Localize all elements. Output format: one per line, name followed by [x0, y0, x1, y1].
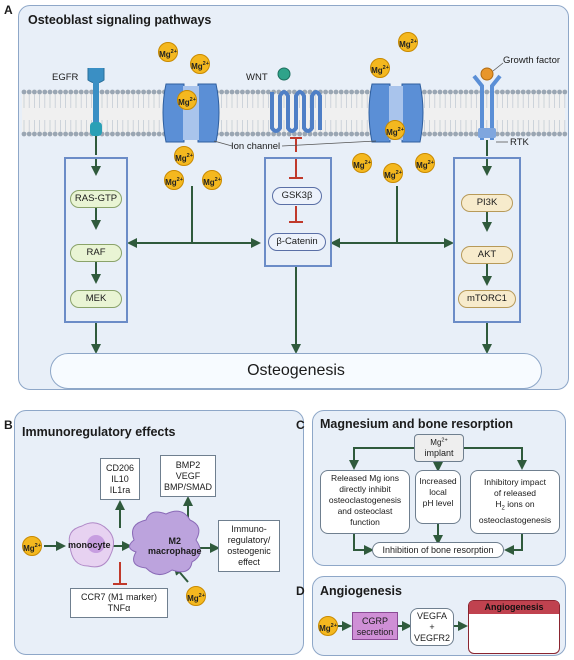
- gsk3b-box: GSK3β: [272, 187, 322, 205]
- rtk-label: RTK: [510, 137, 529, 148]
- mg-ion-icon: Mg2+: [186, 586, 206, 606]
- panel-d-title: Angiogenesis: [320, 584, 402, 598]
- raf-box: RAF: [70, 244, 122, 262]
- monocyte-label: monocyte: [68, 540, 111, 550]
- mg-ion-icon: Mg2+: [352, 153, 372, 173]
- b-catenin-box: β-Catenin: [268, 233, 326, 251]
- vegfa-vegfr2-box: VEGFA + VEGFR2: [410, 608, 454, 646]
- mg-ion-icon: Mg2+: [415, 153, 435, 173]
- angiogenesis-outcome-box: Angiogenesis: [468, 600, 560, 654]
- panel-c-letter: C: [296, 418, 305, 432]
- angiogenesis-label: Angiogenesis: [469, 601, 559, 614]
- mg-ion-icon: Mg2+: [158, 42, 178, 62]
- ccr7-markers-box: CCR7 (M1 marker) TNFα: [70, 588, 168, 618]
- wnt-pathway-frame: [264, 157, 332, 267]
- macrophage-cell-icon: [129, 510, 201, 575]
- rtk-pathway-frame: [453, 157, 521, 323]
- cgrp-secretion-box: CGRP secretion: [352, 612, 398, 640]
- panel-c-title: Magnesium and bone resorption: [320, 417, 514, 431]
- mg-ion-icon: Mg2+: [318, 616, 338, 636]
- monocyte-cell-icon: [68, 522, 114, 568]
- panel-d-letter: D: [296, 584, 305, 598]
- mg-implant-box: Mg2+ implant: [414, 434, 464, 462]
- panel-a-letter: A: [4, 3, 13, 17]
- ph-level-box: Increased local pH level: [415, 470, 461, 524]
- bmp-markers-box: BMP2 VEGF BMP/SMAD: [160, 455, 216, 497]
- mek-box: MEK: [70, 290, 122, 308]
- mg-ion-icon: Mg2+: [383, 163, 403, 183]
- mg-ion-icon: Mg2+: [385, 120, 405, 140]
- mg-ion-icon: Mg2+: [22, 536, 42, 556]
- panel-b-letter: B: [4, 418, 13, 432]
- egfr-label: EGFR: [52, 72, 79, 83]
- ras-gtp-box: RAS-GTP: [70, 190, 122, 208]
- mg-ion-icon: Mg2+: [177, 90, 197, 110]
- hydrogen-inhibition-box: Inhibitory impact of released H2 ions on…: [470, 470, 560, 534]
- wnt-label: WNT: [246, 72, 268, 83]
- panel-a-title: Osteoblast signaling pathways: [28, 13, 212, 27]
- mg-ion-icon: Mg2+: [164, 170, 184, 190]
- cell-membrane: [21, 89, 568, 137]
- mg-ion-icon: Mg2+: [190, 54, 210, 74]
- bone-resorption-outcome: Inhibition of bone resorption: [372, 542, 504, 558]
- mg-ion-icon: Mg2+: [398, 32, 418, 52]
- ion-channel-label: Ion channel: [231, 141, 281, 152]
- macrophage-label: M2 macrophage: [148, 536, 202, 556]
- wnt-path-arrows: [289, 158, 303, 354]
- egfr-receptor-icon: [87, 68, 105, 155]
- pi3k-box: PI3K: [461, 194, 513, 212]
- direct-inhibition-box: Released Mg ions directly inhibit osteoc…: [320, 470, 410, 534]
- rtk-receptor-icon: [472, 67, 502, 156]
- mg-ion-icon: Mg2+: [202, 170, 222, 190]
- cd206-markers-box: CD206 IL10 IL1ra: [100, 458, 140, 500]
- immunoregulatory-effect-box: Immuno- regulatory/ osteogenic effect: [218, 520, 280, 572]
- panel-b-title: Immunoregulatory effects: [22, 425, 176, 439]
- mg-crosstalk-arrows: [127, 186, 454, 248]
- growth-factor-label: Growth factor: [503, 55, 561, 66]
- egfr-pathway-frame: [64, 157, 128, 323]
- mtorc1-box: mTORC1: [458, 290, 516, 308]
- osteogenesis-outcome: Osteogenesis: [50, 353, 542, 389]
- mg-ion-icon: Mg2+: [174, 146, 194, 166]
- mg-ion-icon: Mg2+: [370, 58, 390, 78]
- akt-box: AKT: [461, 246, 513, 264]
